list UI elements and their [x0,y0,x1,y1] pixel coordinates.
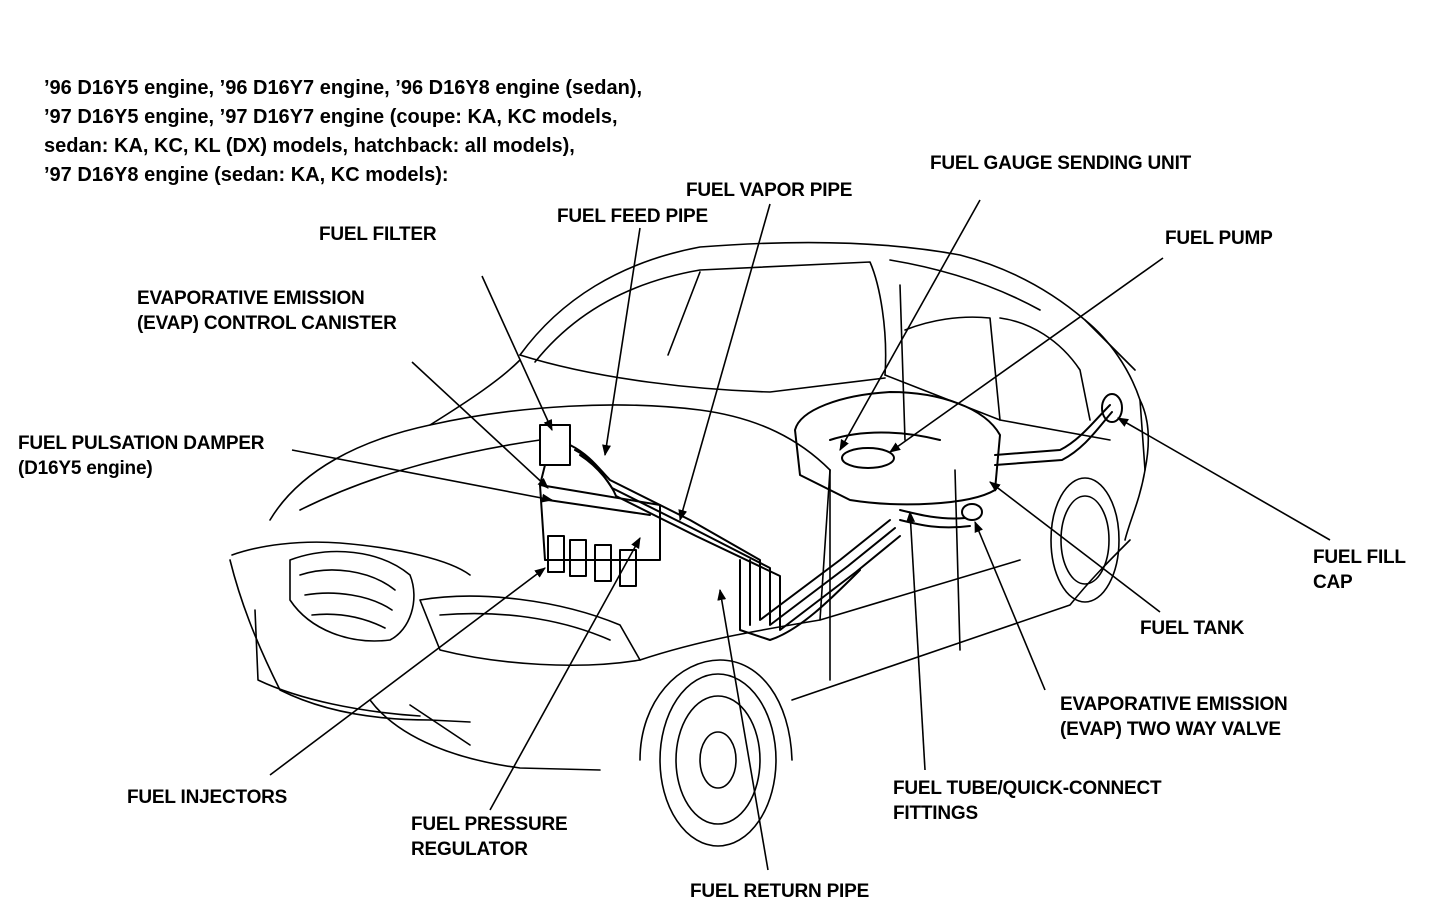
label-evap-canister: EVAPORATIVE EMISSION (EVAP) CONTROL CANI… [137,286,397,336]
label-fuel-fill-cap: FUEL FILL CAP [1313,545,1406,595]
label-fuel-pump: FUEL PUMP [1165,228,1273,249]
label-fuel-tube-fittings: FUEL TUBE/QUICK-CONNECT FITTINGS [893,776,1162,826]
label-line: (D16Y5 engine) [18,458,153,479]
label-line: EVAPORATIVE EMISSION [137,288,365,309]
label-fuel-tank: FUEL TANK [1140,618,1245,639]
label-line: CAP [1313,572,1353,593]
fuel-system [539,391,1123,641]
applicability-header: ’96 D16Y5 engine, ’96 D16Y7 engine, ’96 … [44,74,642,190]
label-fuel-pressure-regulator: FUEL PRESSURE REGULATOR [411,812,568,862]
car-body [229,241,1150,847]
header-line: ’97 D16Y5 engine, ’97 D16Y7 engine (coup… [44,106,618,128]
label-fuel-feed-pipe: FUEL FEED PIPE [557,206,708,227]
label-line: FITTINGS [893,803,978,824]
label-fuel-pulsation-damper: FUEL PULSATION DAMPER (D16Y5 engine) [18,431,265,481]
label-line: (EVAP) CONTROL CANISTER [137,313,397,334]
label-fuel-filter: FUEL FILTER [319,224,437,245]
label-fuel-vapor-pipe: FUEL VAPOR PIPE [686,180,853,201]
label-evap-two-way-valve: EVAPORATIVE EMISSION (EVAP) TWO WAY VALV… [1060,692,1288,742]
header-line: ’96 D16Y5 engine, ’96 D16Y7 engine, ’96 … [44,77,643,99]
label-fuel-return-pipe: FUEL RETURN PIPE [690,881,870,902]
leader-lines [269,199,1331,871]
label-line: FUEL TUBE/QUICK-CONNECT [893,778,1162,799]
label-line: REGULATOR [411,839,528,860]
label-line: FUEL PRESSURE [411,814,568,835]
label-fuel-gauge-sending-unit: FUEL GAUGE SENDING UNIT [930,153,1192,174]
header-line: ’97 D16Y8 engine (sedan: KA, KC models): [44,164,449,186]
label-line: (EVAP) TWO WAY VALVE [1060,719,1281,740]
label-fuel-injectors: FUEL INJECTORS [127,787,288,808]
label-line: FUEL FILL [1313,547,1406,568]
label-line: FUEL PULSATION DAMPER [18,433,265,454]
label-line: EVAPORATIVE EMISSION [1060,694,1288,715]
header-line: sedan: KA, KC, KL (DX) models, hatchback… [44,135,575,157]
